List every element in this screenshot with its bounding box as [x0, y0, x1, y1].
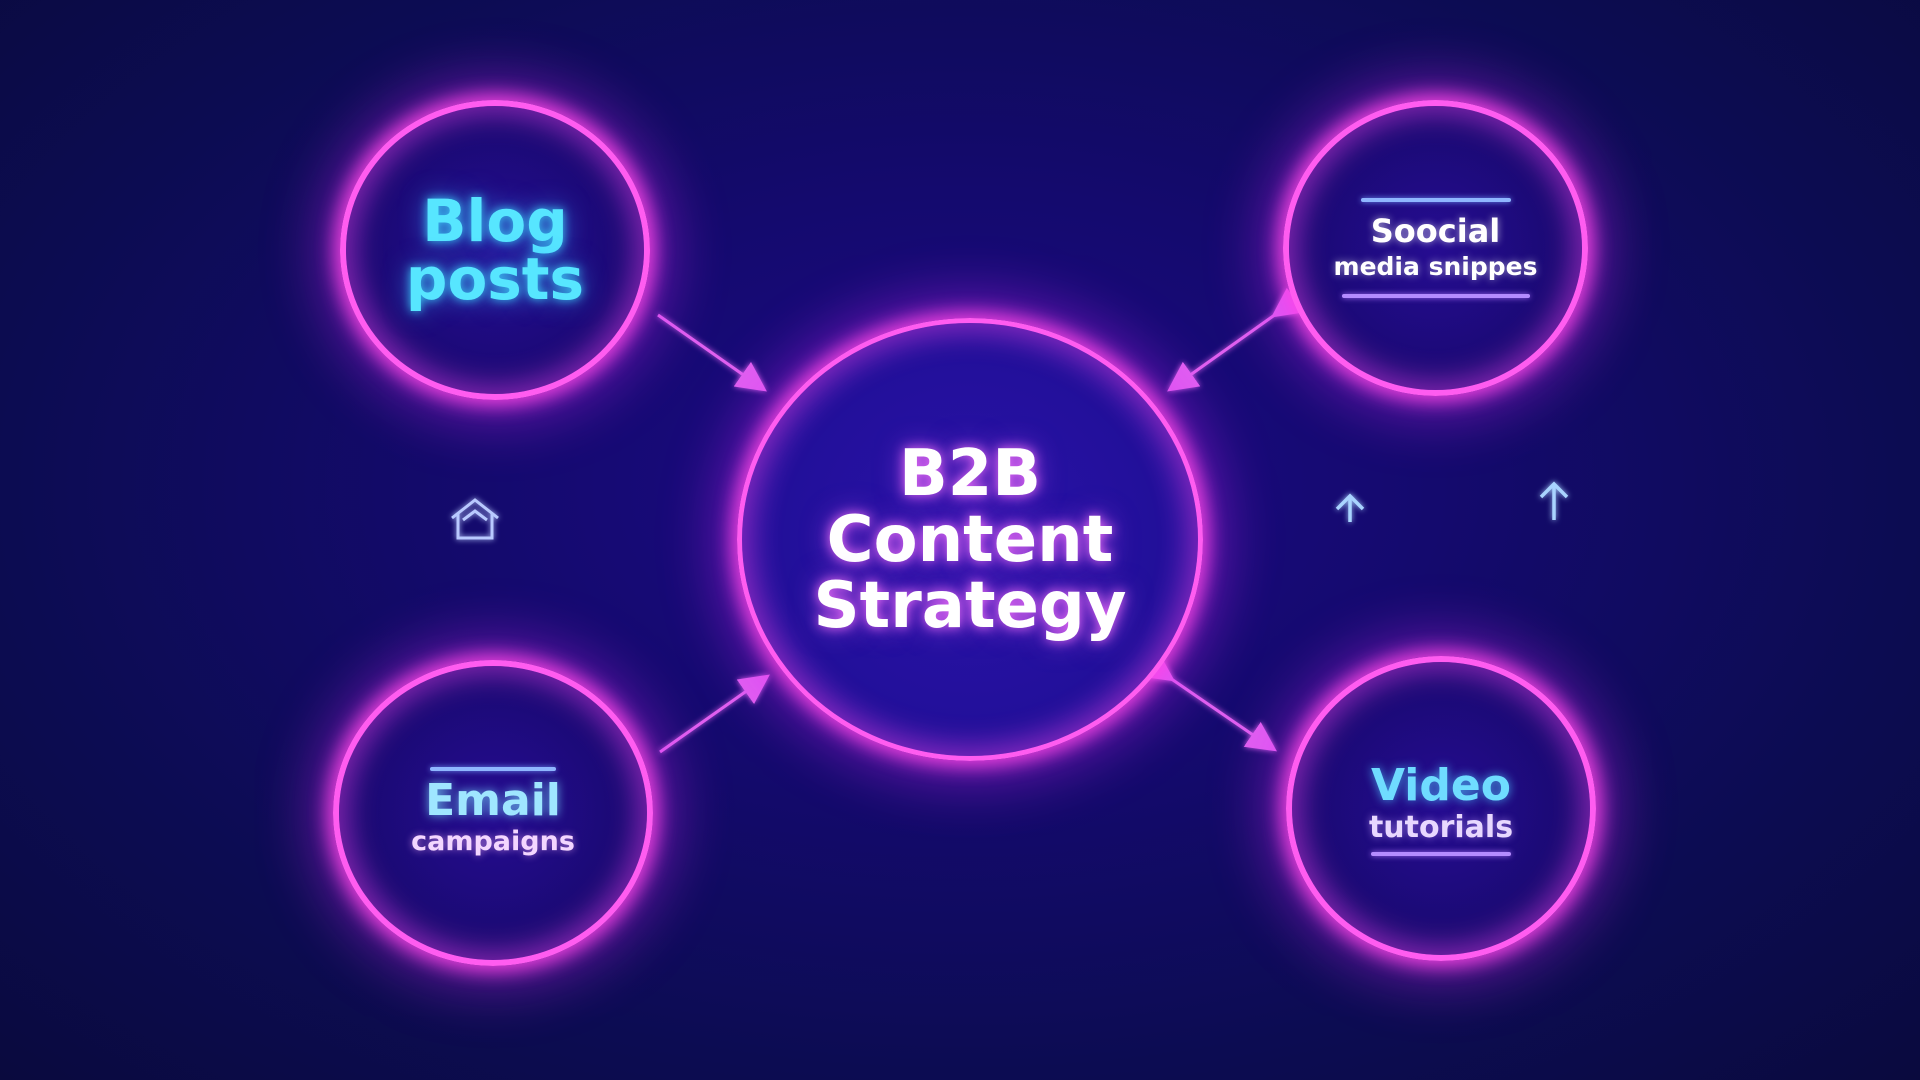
email-top-bar [430, 767, 556, 771]
connector-blog [657, 313, 767, 392]
email-line2: campaigns [411, 826, 575, 857]
house-icon [451, 498, 499, 540]
blog-posts-label: Blog posts [405, 187, 585, 313]
video-line2: tutorials [1368, 809, 1514, 845]
social-line2: media snippes [1333, 252, 1538, 281]
connector-email [659, 674, 770, 754]
social-bottom-bar [1341, 294, 1530, 298]
video-line1: Video [1371, 759, 1511, 811]
social-line1: Soocial [1370, 212, 1501, 250]
connector-social [1167, 287, 1305, 392]
video-tutorials-node: Video tutorials [1286, 656, 1596, 961]
email-line1: Email [425, 775, 561, 826]
blog-posts-node: Blog posts [340, 100, 650, 400]
video-bottom-bar [1371, 851, 1511, 856]
center-title: B2B Content Strategy [813, 436, 1127, 643]
social-media-node: Soocial media snippes [1283, 100, 1588, 396]
up-arrow-icon [1539, 481, 1569, 520]
email-campaigns-node: Email campaigns [333, 660, 653, 966]
up-arrow-icon [1335, 493, 1365, 522]
center-node: B2B Content Strategy [737, 318, 1203, 761]
social-top-bar [1360, 198, 1511, 202]
connector-video [1141, 652, 1277, 752]
